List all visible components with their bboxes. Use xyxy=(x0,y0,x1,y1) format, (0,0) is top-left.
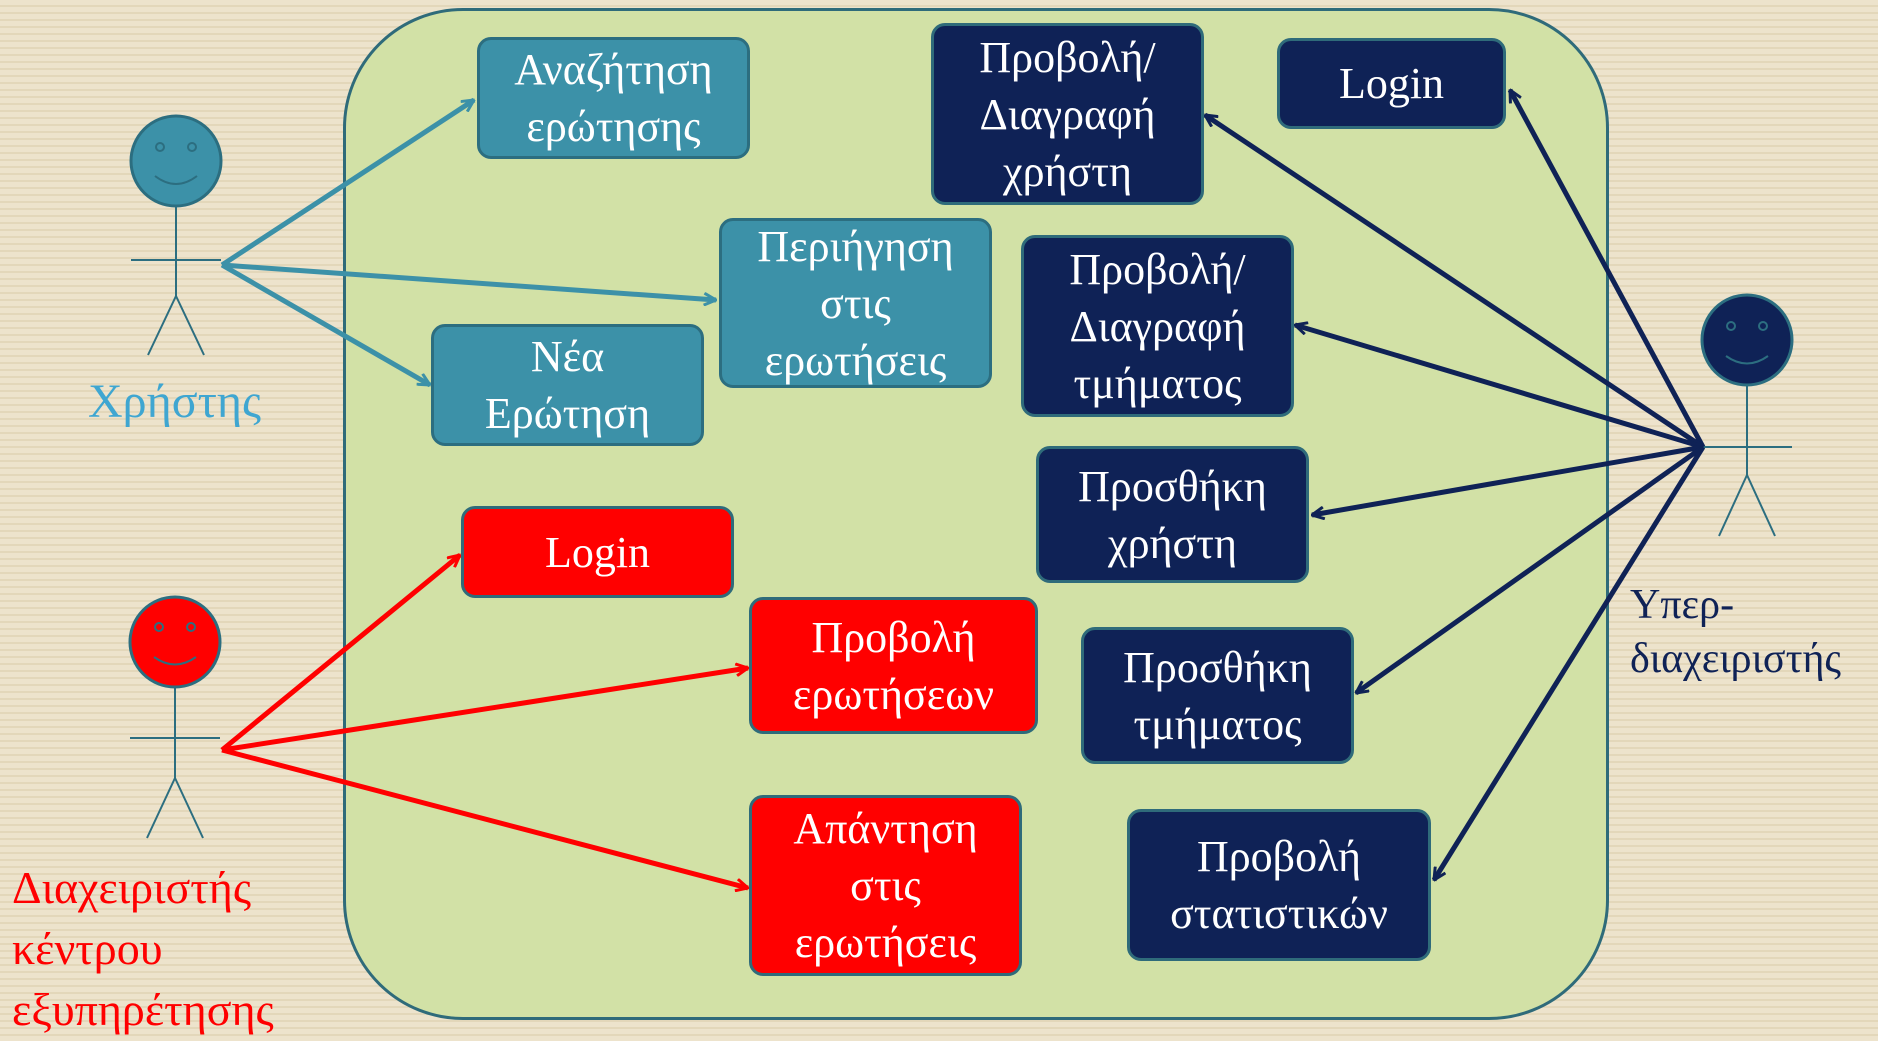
actor-super-admin-figure xyxy=(1700,293,1794,537)
usecase-search-question[interactable]: Αναζήτηση ερώτησης xyxy=(477,37,750,159)
assoc-super-login xyxy=(1507,90,1706,449)
assoc-super-view-delete-dept xyxy=(1295,325,1704,450)
actor-super-admin-label: Υπερ- διαχειριστής xyxy=(1630,582,1842,682)
assoc-user-new-question xyxy=(220,262,430,388)
usecase-new-question[interactable]: Νέα Ερώτηση xyxy=(431,324,704,446)
usecase-browse-questions[interactable]: Περιήγηση στις ερωτήσεις xyxy=(719,218,992,388)
assoc-super-statistics xyxy=(1431,445,1706,880)
usecase-add-department[interactable]: Προσθήκη τμήματος xyxy=(1081,627,1354,764)
actor-center-admin-label: Διαχειριστής κέντρου εξυπηρέτησης xyxy=(12,862,274,1035)
assoc-super-view-delete-user xyxy=(1205,112,1705,450)
usecase-view-delete-department[interactable]: Προβολή/ Διαγραφή τμήματος xyxy=(1021,235,1294,417)
usecase-center-login[interactable]: Login xyxy=(461,506,734,598)
usecase-view-delete-user[interactable]: Προβολή/ Διαγραφή χρήστη xyxy=(931,23,1204,205)
assoc-center-answer xyxy=(221,747,748,888)
actor-super-admin-head xyxy=(1700,293,1794,387)
assoc-user-search xyxy=(220,97,474,268)
center-admin-associations xyxy=(220,555,748,888)
assoc-center-login xyxy=(220,555,460,752)
assoc-super-add-user xyxy=(1312,444,1704,515)
usecase-view-questions[interactable]: Προβολή ερωτήσεων xyxy=(749,597,1038,734)
user-associations xyxy=(220,97,716,388)
super-admin-associations xyxy=(1205,90,1706,880)
usecase-super-login[interactable]: Login xyxy=(1277,38,1506,129)
actor-user-head xyxy=(129,114,223,208)
usecase-add-user[interactable]: Προσθήκη χρήστη xyxy=(1036,446,1309,583)
assoc-super-add-dept xyxy=(1356,444,1705,696)
actor-user-label: Χρήστης xyxy=(88,375,261,428)
actor-user-figure xyxy=(129,114,223,356)
usecase-answer-questions[interactable]: Απάντηση στις ερωτήσεις xyxy=(749,795,1022,976)
assoc-user-browse xyxy=(221,262,716,300)
actor-center-admin-head xyxy=(128,595,222,689)
usecase-view-statistics[interactable]: Προβολή στατιστικών xyxy=(1127,809,1431,961)
actor-center-admin-figure xyxy=(128,595,222,839)
assoc-center-view-questions xyxy=(221,668,748,753)
